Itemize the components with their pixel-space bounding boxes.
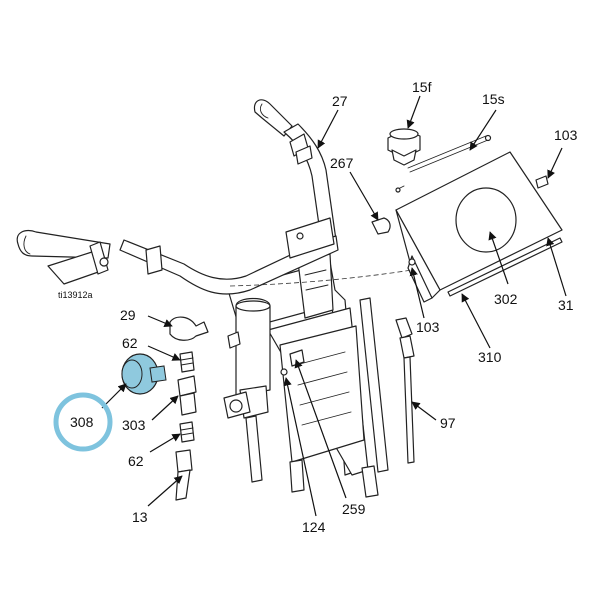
- callout-103-top: 103: [554, 127, 578, 143]
- callout-labels: 27 15f 15s 103 267 29 62 308 303 62 13 1…: [58, 79, 578, 535]
- part-267: [371, 217, 391, 235]
- callout-103-mid: 103: [416, 319, 440, 335]
- callout-97: 97: [440, 415, 456, 431]
- callout-303: 303: [122, 417, 146, 433]
- part-62-lower: [179, 421, 195, 443]
- part-15f-switch: [387, 128, 421, 166]
- screw-124: [280, 368, 288, 376]
- part-62-upper: [179, 351, 195, 373]
- callout-267: 267: [330, 155, 354, 171]
- callout-15f: 15f: [412, 79, 432, 95]
- callout-29: 29: [120, 307, 136, 323]
- highlight-ring-308: [53, 392, 113, 452]
- callout-15s: 15s: [482, 91, 505, 107]
- callout-31: 31: [558, 297, 574, 313]
- part-13-hose: [175, 449, 193, 501]
- callout-124: 124: [302, 519, 326, 535]
- part-29-elbow: [169, 316, 209, 341]
- part-308-gauge: [121, 353, 167, 395]
- cover-31: [395, 151, 563, 303]
- callout-310: 310: [478, 349, 502, 365]
- strip-310: [447, 237, 563, 297]
- screw-103-right: [535, 175, 549, 189]
- callout-27: 27: [332, 93, 348, 109]
- figure-id: ti13912a: [58, 290, 93, 300]
- label-302: [455, 187, 517, 253]
- pump-housing: [223, 297, 271, 483]
- callout-62-lower: 62: [128, 453, 144, 469]
- callout-302: 302: [494, 291, 518, 307]
- leader-lines: [101, 95, 567, 517]
- callout-62-upper: 62: [122, 335, 138, 351]
- callout-13: 13: [132, 509, 148, 525]
- callout-308: 308: [70, 414, 94, 430]
- handle-27: [16, 99, 339, 295]
- screw-103-mid: [408, 258, 416, 266]
- alignment-line: [229, 269, 413, 287]
- callout-259: 259: [342, 501, 366, 517]
- part-303-adapter: [177, 375, 197, 416]
- cord-97: [395, 317, 415, 464]
